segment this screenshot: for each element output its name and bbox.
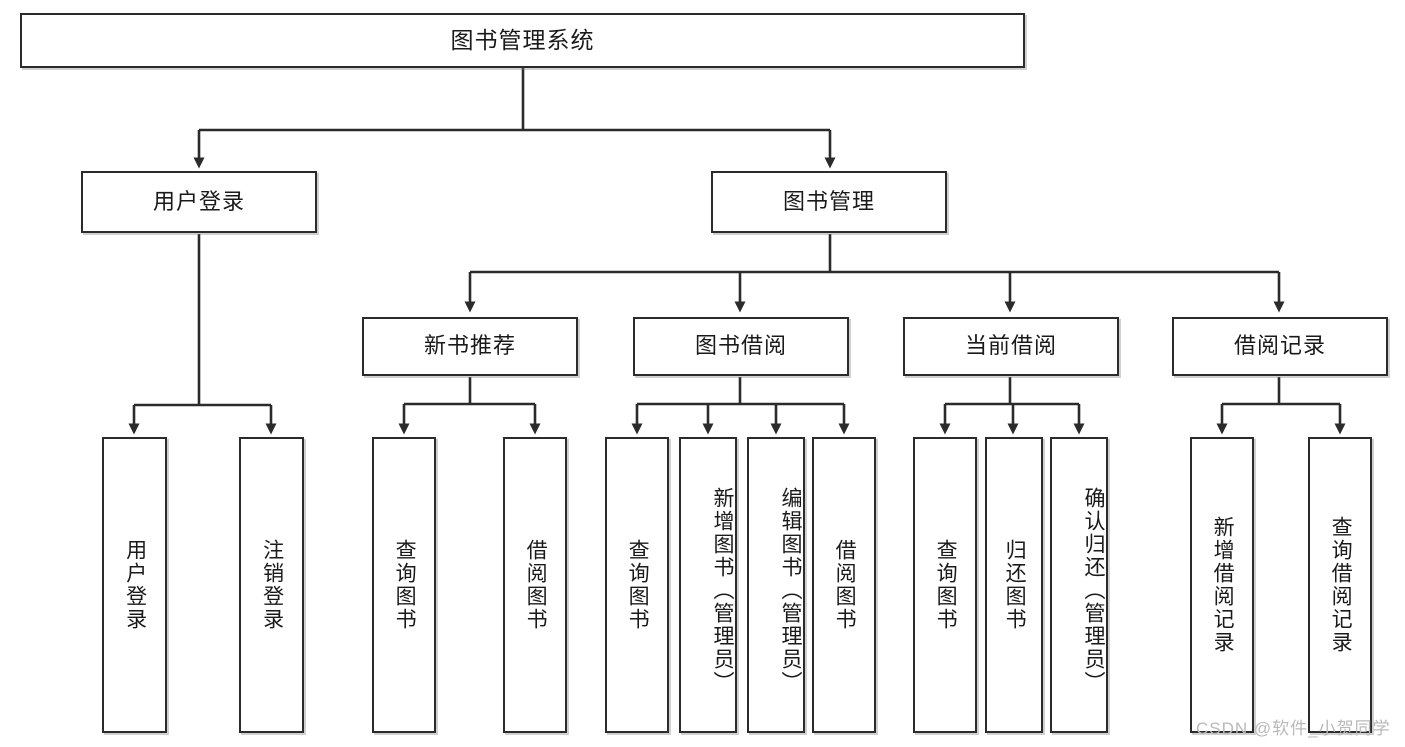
node-label: 注销登录 xyxy=(260,539,284,631)
leaf-borrow-add-book-admin[interactable]: 新增图书（管理员） xyxy=(679,437,737,733)
leaf-borrow-edit-book-admin[interactable]: 编辑图书（管理员） xyxy=(747,437,805,733)
node-label: 查询借阅记录 xyxy=(1329,516,1353,654)
leaf-record-add-borrow-record[interactable]: 新增借阅记录 xyxy=(1190,437,1254,733)
leaf-current-return-book[interactable]: 归还图书 xyxy=(985,437,1043,733)
leaf-user-login-logout[interactable]: 注销登录 xyxy=(239,437,304,733)
node-label: 借阅图书 xyxy=(833,539,857,631)
node-label: 查询图书 xyxy=(626,539,650,631)
node-label: 借阅记录 xyxy=(1233,333,1326,359)
leaf-recommend-query-book[interactable]: 查询图书 xyxy=(372,437,436,733)
node-borrow-record[interactable]: 借阅记录 xyxy=(1172,317,1388,376)
leaf-borrow-query-book[interactable]: 查询图书 xyxy=(605,437,669,733)
node-label: 图书管理系统 xyxy=(450,26,595,53)
node-book-borrow[interactable]: 图书借阅 xyxy=(633,317,849,376)
watermark-csdn: CSDN @软件_小贺同学 xyxy=(1196,714,1391,739)
node-user-login[interactable]: 用户登录 xyxy=(81,171,317,233)
node-book-management[interactable]: 图书管理 xyxy=(711,171,947,233)
node-label: 当前借阅 xyxy=(964,333,1057,359)
leaf-current-query-book[interactable]: 查询图书 xyxy=(913,437,977,733)
node-label: 查询图书 xyxy=(934,539,958,631)
node-current-borrow[interactable]: 当前借阅 xyxy=(903,317,1119,376)
node-label: 新增图书（管理员） xyxy=(711,486,734,694)
node-label: 确认归还（管理员） xyxy=(1082,486,1105,694)
node-label: 查询图书 xyxy=(393,539,417,631)
leaf-borrow-borrow-book[interactable]: 借阅图书 xyxy=(812,437,876,733)
node-new-book-recommend[interactable]: 新书推荐 xyxy=(362,317,578,376)
node-label: 编辑图书（管理员） xyxy=(779,486,802,694)
node-root-book-management-system[interactable]: 图书管理系统 xyxy=(20,13,1025,68)
watermark-text: CSDN @软件_小贺同学 xyxy=(1196,719,1391,738)
leaf-record-query-borrow-record[interactable]: 查询借阅记录 xyxy=(1308,437,1372,733)
node-label: 用户登录 xyxy=(123,539,147,631)
leaf-user-login-login[interactable]: 用户登录 xyxy=(102,437,167,733)
node-label: 新增借阅记录 xyxy=(1211,516,1235,654)
leaf-recommend-borrow-book[interactable]: 借阅图书 xyxy=(503,437,567,733)
node-label: 用户登录 xyxy=(152,188,245,214)
node-label: 归还图书 xyxy=(1003,539,1027,631)
node-label: 图书管理 xyxy=(782,188,875,214)
node-label: 图书借阅 xyxy=(694,333,787,359)
leaf-current-confirm-return-admin[interactable]: 确认归还（管理员） xyxy=(1050,437,1108,733)
node-label: 新书推荐 xyxy=(423,333,516,359)
node-label: 借阅图书 xyxy=(524,539,548,631)
